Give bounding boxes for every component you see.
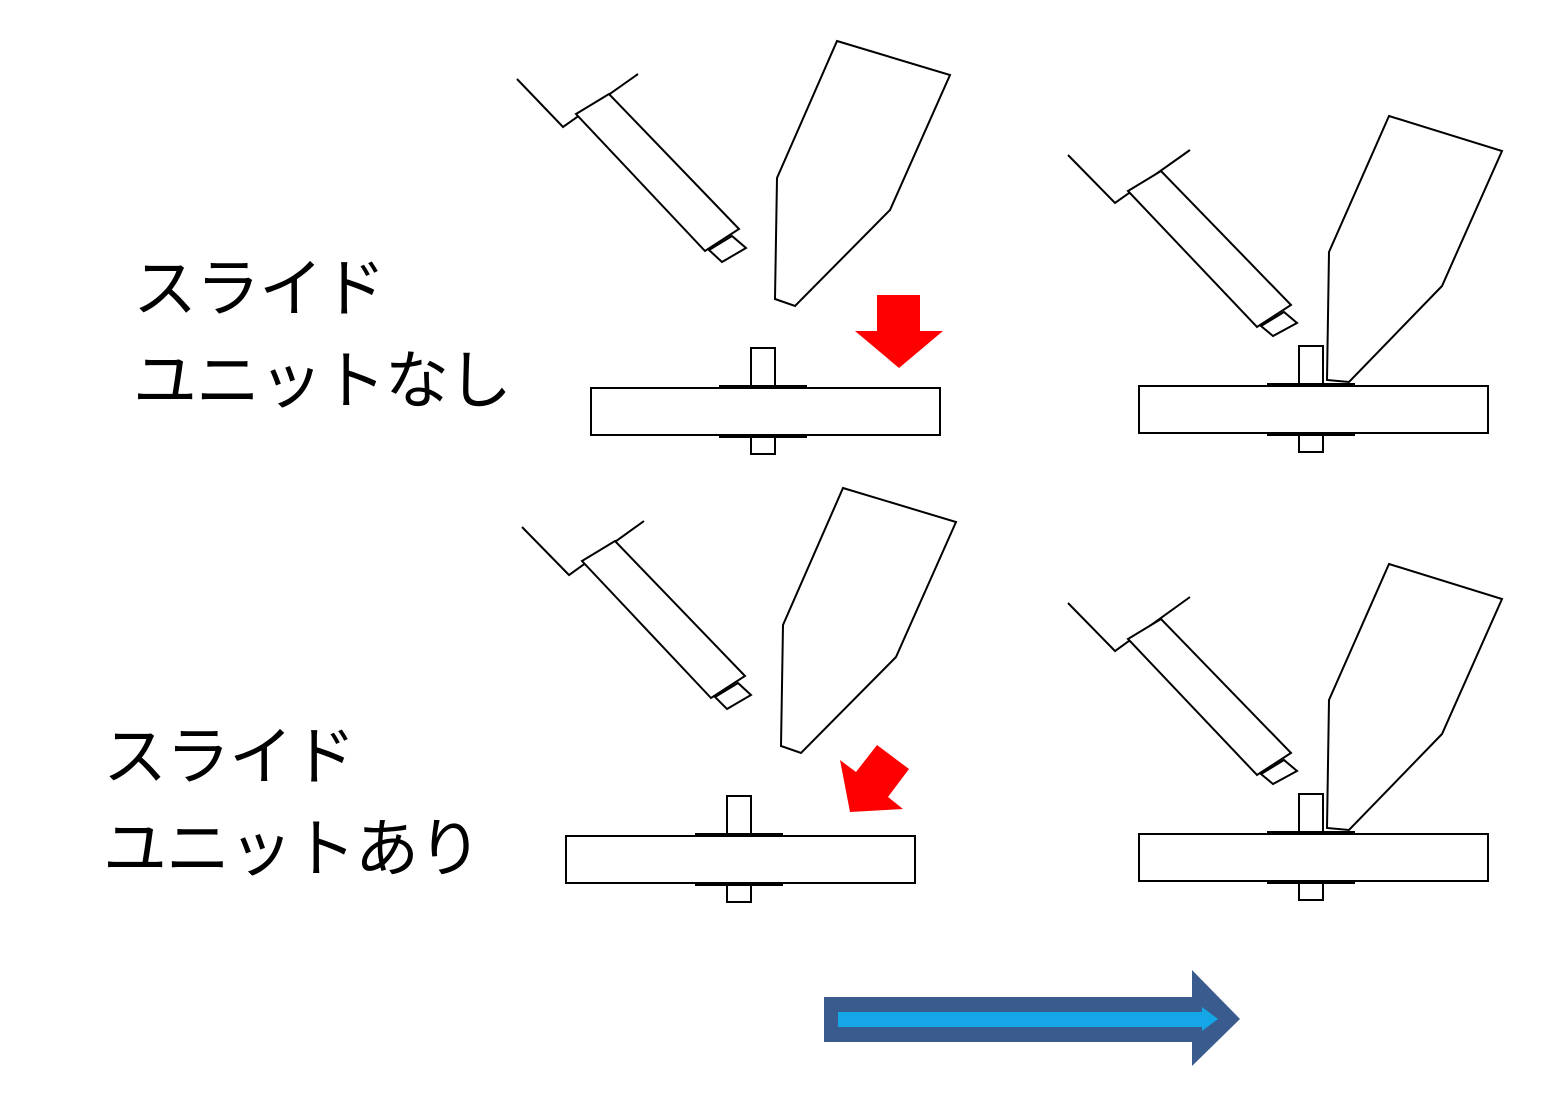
solder-feeder-tip — [707, 234, 748, 264]
feeder-bracket — [1067, 596, 1191, 653]
label-without-unit: スライド ユニットなし — [133, 253, 512, 419]
progress-arrow-inner — [838, 1007, 1218, 1031]
label-with-unit: スライド ユニットあり — [103, 721, 482, 887]
feeder-bracket — [516, 73, 639, 129]
label-without-unit-line1: スライド — [133, 253, 386, 327]
circuit-board — [1138, 385, 1489, 434]
soldering-iron-tip — [779, 486, 958, 755]
feeder-bracket — [521, 520, 645, 577]
solder-feeder-tube — [1126, 169, 1293, 329]
scene-with-unit-before — [521, 486, 958, 903]
circuit-board — [565, 835, 916, 884]
solder-feeder-tube — [1126, 617, 1293, 777]
scene-with-unit-after — [1067, 562, 1504, 901]
solder-feeder-tube — [580, 539, 747, 700]
circuit-board — [590, 387, 941, 436]
soldering-iron-tip — [773, 39, 952, 308]
pin-top — [726, 795, 752, 837]
label-without-unit-line2: ユニットなし — [133, 345, 512, 419]
soldering-iron-tip — [1325, 562, 1504, 832]
right-arrow-icon — [824, 970, 1240, 1066]
label-with-unit-line1: スライド — [103, 721, 356, 795]
solder-feeder-tip — [713, 681, 753, 711]
scene-without-unit-after — [1067, 114, 1504, 453]
solder-feeder-tube — [574, 92, 741, 253]
red-arrow-icon — [840, 745, 909, 812]
circuit-board — [1138, 833, 1489, 882]
solder-feeder-tip — [1259, 758, 1299, 786]
solder-feeder-tip — [1259, 310, 1299, 338]
red-arrow-icon — [855, 295, 943, 368]
pin-top — [750, 347, 776, 389]
feeder-bracket — [1067, 149, 1191, 205]
pin-top — [1298, 345, 1324, 387]
pin-top — [1298, 793, 1324, 835]
label-with-unit-line2: ユニットあり — [103, 813, 482, 887]
scene-without-unit-before — [516, 39, 952, 455]
soldering-iron-tip — [1325, 114, 1504, 384]
